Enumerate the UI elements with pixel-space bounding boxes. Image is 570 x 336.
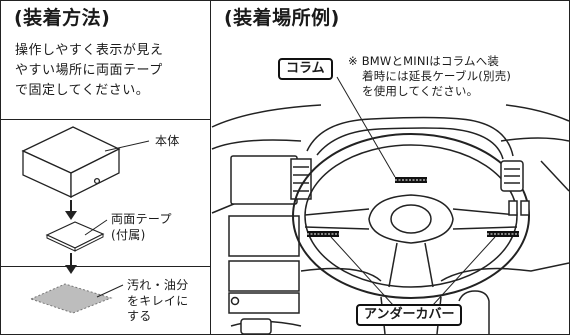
divider bbox=[1, 119, 210, 120]
clean-label-line2: をキレイに bbox=[127, 294, 189, 308]
description-line: 操作しやすく表示が見え bbox=[15, 43, 164, 58]
panel-divider bbox=[210, 1, 211, 334]
column-callout: コラム bbox=[278, 58, 333, 80]
mounted-device-column bbox=[395, 177, 427, 183]
device-illustration bbox=[21, 126, 121, 199]
mounting-location-title: (装着場所例) bbox=[224, 7, 340, 29]
installation-method-title: (装着方法) bbox=[14, 7, 111, 29]
mounted-device-under-right bbox=[487, 231, 519, 237]
dashboard-illustration bbox=[211, 104, 570, 335]
mounted-device-under-left bbox=[307, 231, 339, 237]
surface-patch bbox=[29, 283, 113, 314]
tape-included-label: (付属) bbox=[111, 228, 146, 242]
clean-label-line1: 汚れ・油分 bbox=[127, 278, 189, 292]
divider bbox=[1, 266, 210, 267]
clean-label-line3: する bbox=[127, 309, 152, 323]
arrow-down-icon bbox=[65, 253, 77, 274]
description-line: で固定してください。 bbox=[15, 83, 150, 98]
left-panel: (装着方法) 操作しやすく表示が見え やすい場所に両面テープ で固定してください… bbox=[1, 1, 210, 334]
body-label: 本体 bbox=[155, 134, 180, 148]
note-line: 着時には延長ケーブル(別売) bbox=[362, 69, 512, 83]
note-line: ※ BMWとMINIはコラムへ装 bbox=[348, 54, 500, 68]
arrow-down-icon bbox=[65, 200, 77, 220]
tape-label: 両面テープ bbox=[111, 212, 172, 226]
bmw-mini-note: ※ BMWとMINIはコラムへ装 着時には延長ケーブル(別売) を使用してくださ… bbox=[348, 54, 511, 99]
note-line: を使用してください。 bbox=[362, 84, 479, 98]
description-line: やすい場所に両面テープ bbox=[15, 63, 163, 78]
installation-description: 操作しやすく表示が見え やすい場所に両面テープ で固定してください。 bbox=[15, 41, 205, 101]
under-cover-callout: アンダーカバー bbox=[356, 304, 463, 326]
tape-illustration bbox=[45, 221, 105, 252]
